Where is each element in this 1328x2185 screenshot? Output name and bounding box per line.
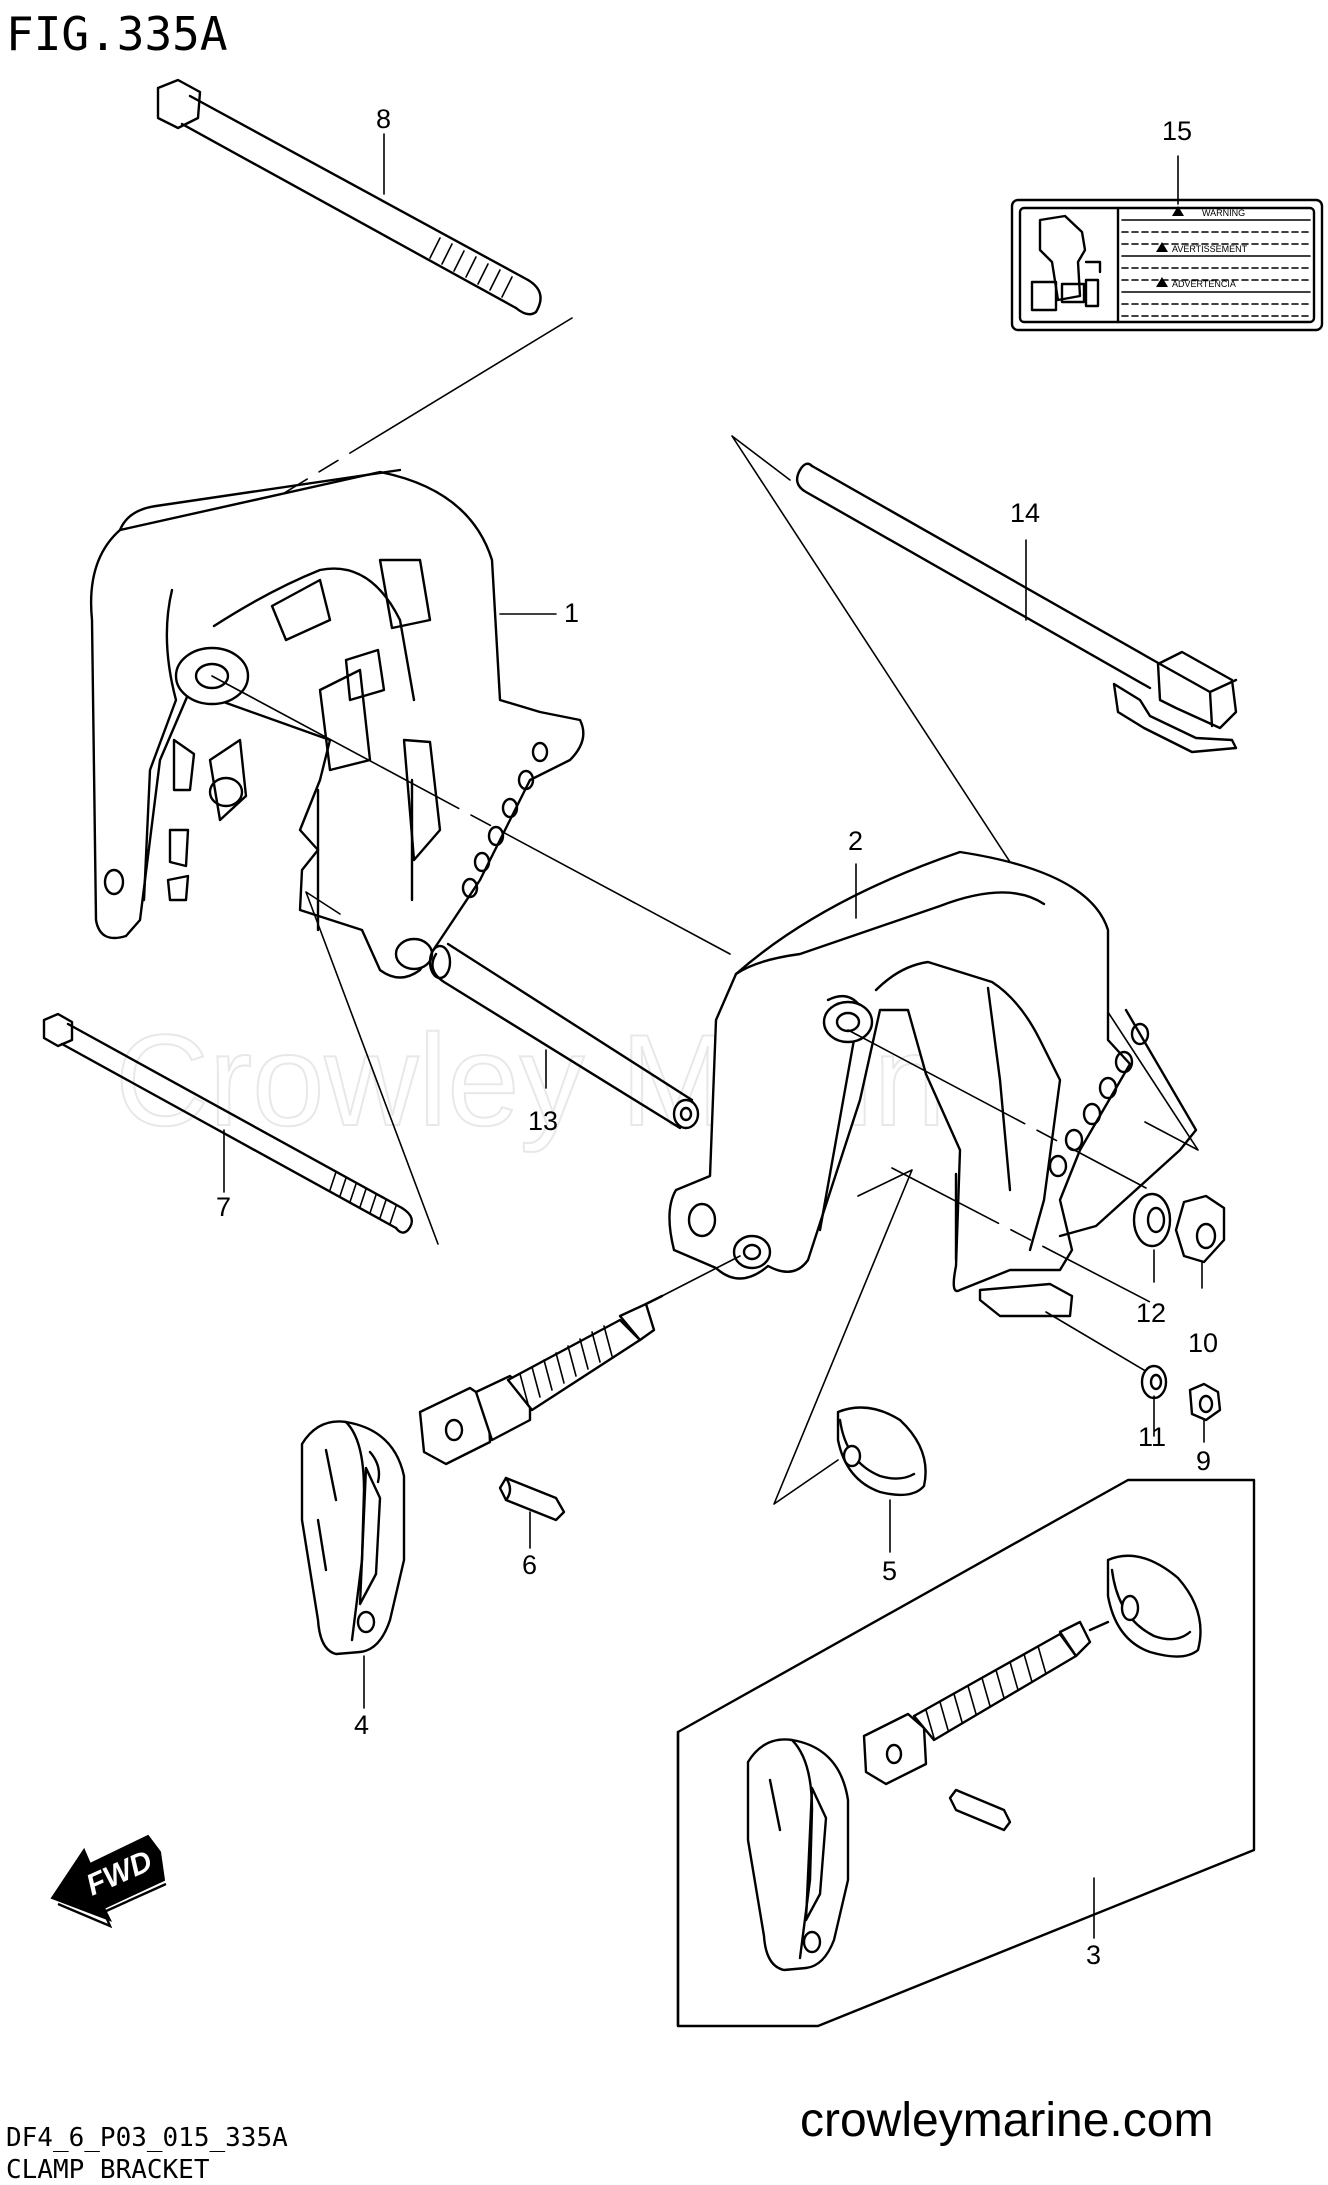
part-10-nut[interactable]	[1174, 1194, 1226, 1264]
callout-13: 13	[528, 1106, 558, 1136]
part-4-handle[interactable]	[300, 1420, 406, 1656]
part-3-assembly[interactable]	[676, 1478, 1256, 2028]
diagram-caption: CLAMP BRACKET	[6, 2155, 210, 2185]
callout-6: 6	[522, 1550, 537, 1580]
warning-line-1: WARNING	[1202, 208, 1245, 218]
part-8-bolt[interactable]	[156, 78, 542, 316]
callout-4: 4	[354, 1710, 369, 1740]
clamp-screw[interactable]	[418, 1294, 664, 1466]
callout-3: 3	[1086, 1940, 1101, 1970]
part-12-washer[interactable]	[1132, 1192, 1172, 1248]
warning-line-3: ADVERTENCIA	[1172, 279, 1236, 289]
callout-12: 12	[1136, 1298, 1166, 1328]
part-1-clamp-bracket[interactable]	[89, 468, 585, 979]
website-url: crowleymarine.com	[800, 2094, 1213, 2147]
callout-9: 9	[1196, 1446, 1211, 1476]
callout-11: 11	[1138, 1422, 1166, 1452]
figure-title: FIG.335A	[6, 7, 228, 61]
callout-7: 7	[216, 1192, 231, 1222]
part-14-rod[interactable]	[795, 462, 1238, 754]
part-15-warning-label[interactable]: WARNING AVERTISSEMENT ADVERTENCIA	[1010, 198, 1324, 332]
warning-line-2: AVERTISSEMENT	[1172, 244, 1248, 254]
part-9-nut[interactable]	[1188, 1382, 1222, 1422]
part-7-bolt[interactable]	[42, 1012, 414, 1234]
watermark-text: Crowley Marine	[115, 1007, 1018, 1153]
part-5-pad[interactable]	[836, 1406, 927, 1497]
part-11-washer[interactable]	[1140, 1364, 1168, 1400]
callout-15: 15	[1162, 116, 1192, 146]
part-2-clamp-bracket[interactable]	[668, 850, 1198, 1318]
diagram-code: DF4_6_P03_015_335A	[6, 2123, 288, 2153]
callout-5: 5	[882, 1556, 897, 1586]
fwd-arrow-icon: FWD	[50, 1834, 167, 1929]
callout-8: 8	[376, 104, 391, 134]
part-13-tube[interactable]	[428, 942, 700, 1130]
callout-1: 1	[564, 598, 579, 628]
callout-2: 2	[848, 826, 863, 856]
callout-14: 14	[1010, 498, 1040, 528]
part-6-pin[interactable]	[498, 1476, 566, 1522]
callout-10: 10	[1188, 1328, 1218, 1358]
